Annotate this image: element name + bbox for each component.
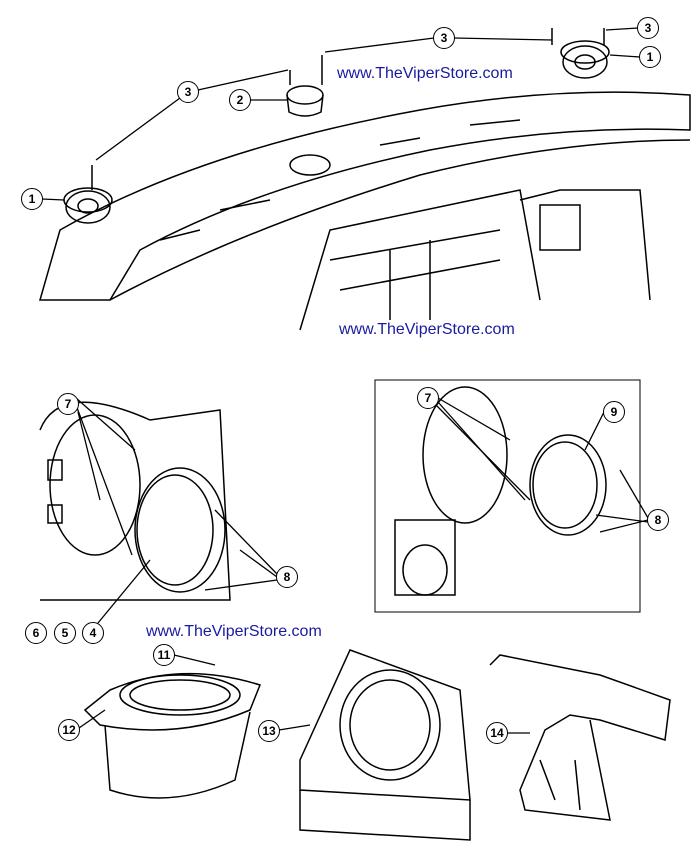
callout-3: 3 xyxy=(177,81,199,103)
callout-2: 2 xyxy=(229,89,251,111)
speaker-enclosure-drawing xyxy=(83,672,261,799)
callout-4: 4 xyxy=(82,622,104,644)
door-panel-left xyxy=(39,401,231,601)
subwoofer-box-drawing xyxy=(299,649,471,841)
callout-8: 8 xyxy=(276,566,298,588)
watermark-text: www.TheViperStore.com xyxy=(339,321,515,338)
callout-5: 5 xyxy=(54,622,76,644)
bracket-drawing xyxy=(489,654,671,821)
callout-1: 1 xyxy=(21,188,43,210)
door-panel-right xyxy=(374,379,641,613)
callout-9: 9 xyxy=(603,401,625,423)
callout-3: 3 xyxy=(433,27,455,49)
watermark-text: www.TheViperStore.com xyxy=(146,623,322,640)
callout-12: 12 xyxy=(58,719,80,741)
callout-7: 7 xyxy=(57,393,79,415)
callout-1: 1 xyxy=(639,46,661,68)
callout-7: 7 xyxy=(417,387,439,409)
dashboard-drawing xyxy=(39,91,691,331)
callout-8: 8 xyxy=(647,509,669,531)
callout-11: 11 xyxy=(153,644,175,666)
callout-6: 6 xyxy=(25,622,47,644)
callout-13: 13 xyxy=(258,720,280,742)
callout-3: 3 xyxy=(637,17,659,39)
callout-14: 14 xyxy=(486,722,508,744)
speaker-drawings-dash xyxy=(63,28,610,224)
watermark-text: www.TheViperStore.com xyxy=(337,65,513,82)
